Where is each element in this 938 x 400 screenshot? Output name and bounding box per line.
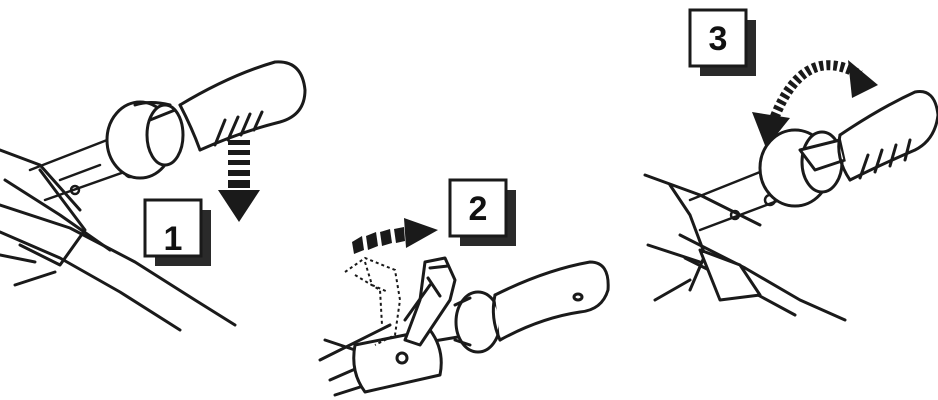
step-2-badge: 2 bbox=[450, 180, 516, 246]
lever-bracket-2 bbox=[354, 330, 442, 392]
panel-step-1: 1 bbox=[0, 62, 305, 330]
striped-down-arrow-icon bbox=[218, 140, 260, 222]
grip-clamp-1 bbox=[107, 102, 183, 178]
panel-step-3: 3 bbox=[645, 10, 938, 320]
handle-grip-3 bbox=[839, 91, 938, 180]
step-1-number: 1 bbox=[164, 220, 183, 258]
lever-ghost-position bbox=[345, 258, 400, 345]
handle-grip-1 bbox=[180, 62, 305, 150]
step-3-number: 3 bbox=[709, 20, 728, 58]
step-3-badge: 3 bbox=[690, 10, 756, 76]
grip-clamp-3 bbox=[760, 130, 845, 206]
striped-right-arrow-icon bbox=[352, 218, 438, 254]
step-2-number: 2 bbox=[469, 190, 488, 228]
step-1-badge: 1 bbox=[145, 200, 211, 266]
handle-grip-2 bbox=[493, 262, 608, 340]
panel-step-2: 2 bbox=[320, 180, 608, 395]
quick-release-lever bbox=[405, 258, 455, 345]
